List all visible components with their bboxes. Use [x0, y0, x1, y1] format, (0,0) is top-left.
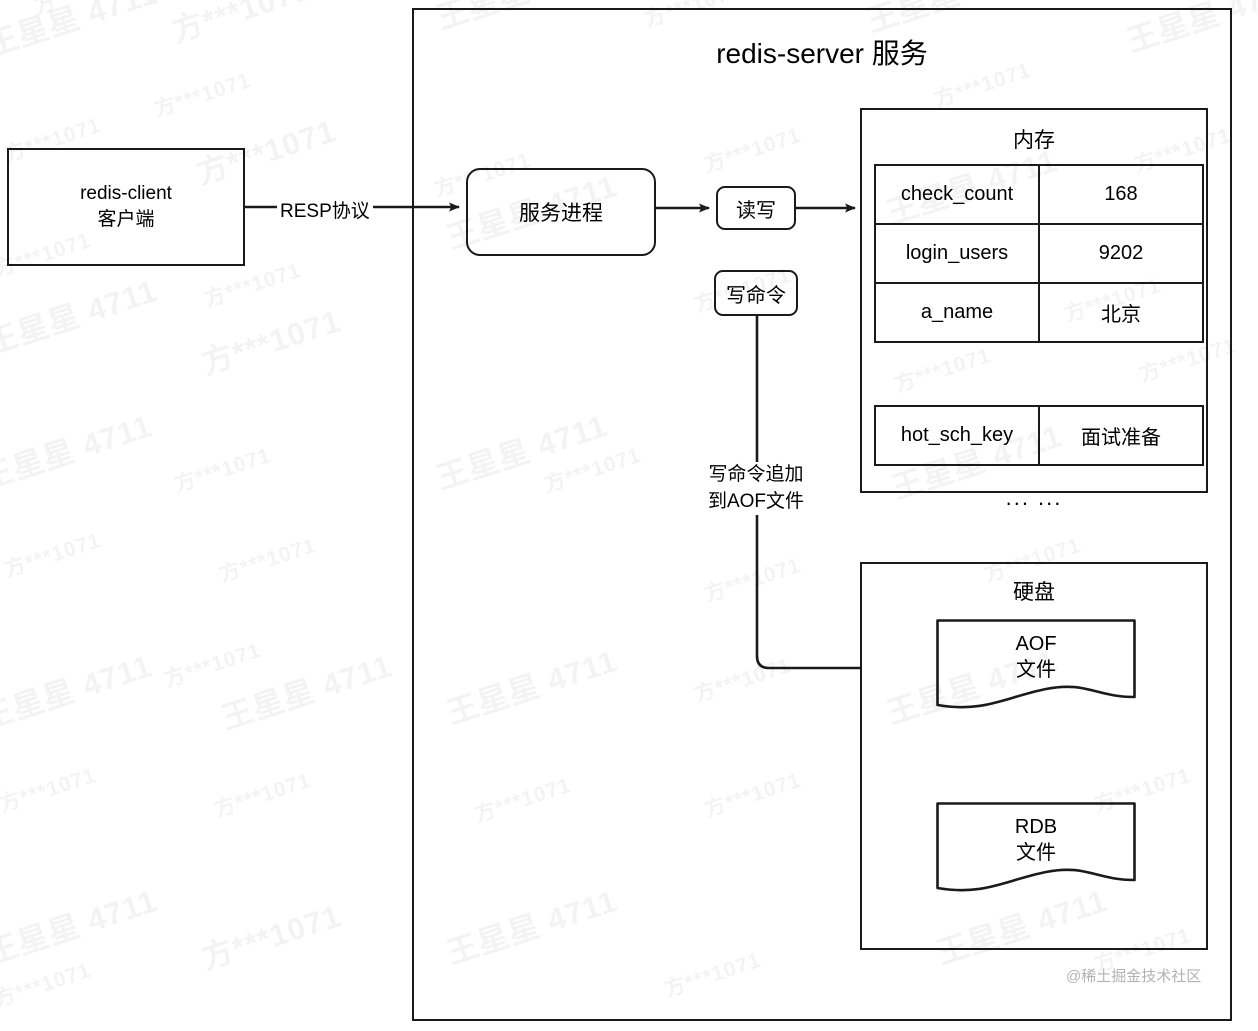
table-row: a_name 北京	[874, 282, 1204, 343]
aof-file-label: AOF 文件	[936, 631, 1136, 683]
memory-title: 内存	[1013, 129, 1055, 152]
watermark-secondary: 方***1071	[0, 954, 95, 1014]
document-icon	[936, 802, 1136, 892]
read-write-label: 读写	[736, 199, 776, 222]
write-command-label: 写命令	[726, 284, 786, 307]
watermark-secondary: 方***1071	[0, 759, 100, 819]
memory-extra-table: hot_sch_key 面试准备	[874, 405, 1204, 466]
redis-client-box[interactable]: redis-client 客户端	[7, 148, 245, 266]
watermark-primary: 王星星 4711	[0, 265, 162, 362]
table-row: check_count 168	[874, 164, 1204, 225]
watermark-primary: 王星星 4711	[0, 400, 157, 497]
rdb-file-name: RDB	[1014, 816, 1058, 838]
watermark-secondary: 方***1071	[0, 524, 105, 584]
watermark-primary: 王星星 4711	[0, 875, 162, 972]
memory-value: 9202	[1038, 223, 1204, 284]
memory-value: 面试准备	[1038, 405, 1204, 466]
disk-panel: 硬盘 AOF 文件 RDB 文件	[860, 562, 1208, 950]
aof-file-name: AOF	[1015, 633, 1057, 655]
aof-append-note: 写命令追加 到AOF文件	[676, 462, 836, 516]
watermark-secondary: 方***1071	[210, 764, 315, 824]
rdb-file-suffix: 文件	[1016, 842, 1056, 864]
write-command-box[interactable]: 写命令	[714, 270, 798, 316]
memory-value: 168	[1038, 164, 1204, 225]
client-name: redis-client	[80, 183, 172, 205]
aof-file-document[interactable]: AOF 文件	[936, 619, 1136, 715]
document-icon	[936, 619, 1136, 709]
service-process-box[interactable]: 服务进程	[466, 168, 656, 256]
aof-file-suffix: 文件	[1016, 659, 1056, 681]
resp-protocol-label: RESP协议	[277, 196, 373, 223]
memory-key-value-table: check_count 168 login_users 9202 a_name …	[874, 164, 1204, 343]
rdb-file-document[interactable]: RDB 文件	[936, 802, 1136, 898]
watermark-secondary: 方***1071	[160, 634, 265, 694]
aof-note-line1: 写命令追加	[708, 464, 804, 485]
table-row: login_users 9202	[874, 223, 1204, 284]
memory-value: 北京	[1038, 282, 1204, 343]
client-subtitle: 客户端	[97, 209, 155, 230]
watermark-primary: 王星星 4711	[215, 640, 397, 737]
watermark-primary: 方***1071	[195, 890, 346, 977]
watermark-primary: 王星星 4711	[0, 640, 157, 737]
diagram-title: redis-server 服务	[716, 38, 928, 69]
rdb-file-label: RDB 文件	[936, 814, 1136, 866]
watermark-secondary: 方***1071	[170, 439, 275, 499]
disk-title: 硬盘	[1013, 581, 1055, 604]
memory-ellipsis: ... ...	[1005, 485, 1063, 510]
watermark-primary: 方***1071	[195, 295, 346, 382]
source-credit: @稀土掘金技术社区	[1066, 968, 1202, 985]
watermark-secondary: 方***1071	[215, 529, 320, 589]
aof-note-line2: 到AOF文件	[707, 490, 805, 512]
memory-key: hot_sch_key	[874, 405, 1040, 466]
read-write-box[interactable]: 读写	[716, 186, 796, 230]
watermark-primary: 王星星 4711	[0, 0, 162, 65]
watermark-primary: 方***1071	[165, 0, 316, 51]
memory-key: a_name	[874, 282, 1040, 343]
watermark-secondary: 方***1071	[150, 64, 255, 124]
watermark-secondary: 方***1071	[30, 0, 135, 21]
service-process-label: 服务进程	[519, 202, 603, 225]
memory-panel: 内存 check_count 168 login_users 9202 a_na…	[860, 108, 1208, 510]
memory-key: check_count	[874, 164, 1040, 225]
table-row: hot_sch_key 面试准备	[874, 405, 1204, 466]
memory-key: login_users	[874, 223, 1040, 284]
